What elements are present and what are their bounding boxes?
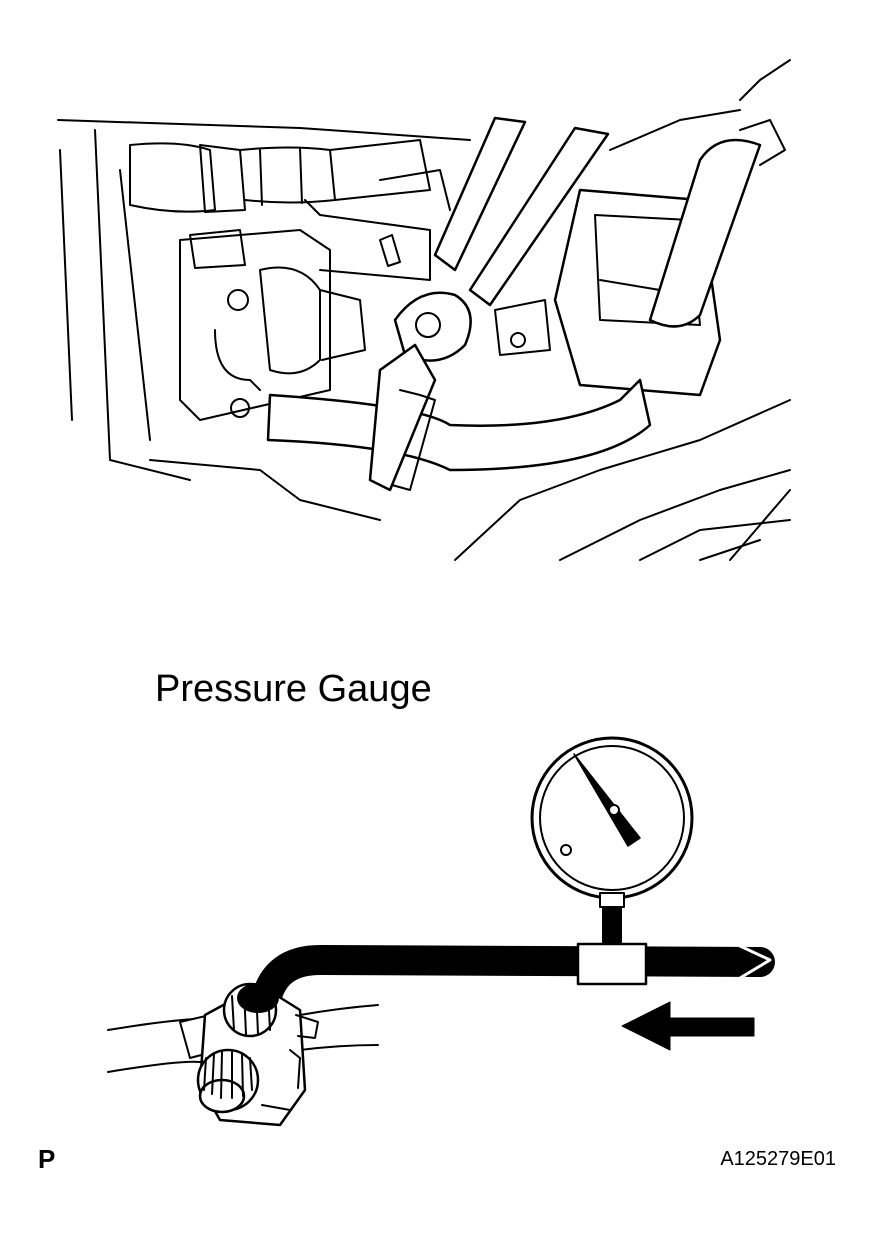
pressure-gauge-icon bbox=[530, 736, 694, 950]
flow-arrow-icon bbox=[621, 1001, 755, 1051]
pressure-gauge-label: Pressure Gauge bbox=[155, 668, 432, 710]
figure-id: A125279E01 bbox=[720, 1148, 836, 1170]
fuel-hose bbox=[251, 944, 775, 1015]
corner-code: P bbox=[38, 1144, 56, 1174]
fuel-pipe-connector bbox=[107, 982, 379, 1127]
engine-bay-illustration bbox=[57, 59, 791, 561]
pressure-gauge-setup bbox=[107, 736, 775, 1127]
tee-fitting bbox=[576, 942, 648, 986]
